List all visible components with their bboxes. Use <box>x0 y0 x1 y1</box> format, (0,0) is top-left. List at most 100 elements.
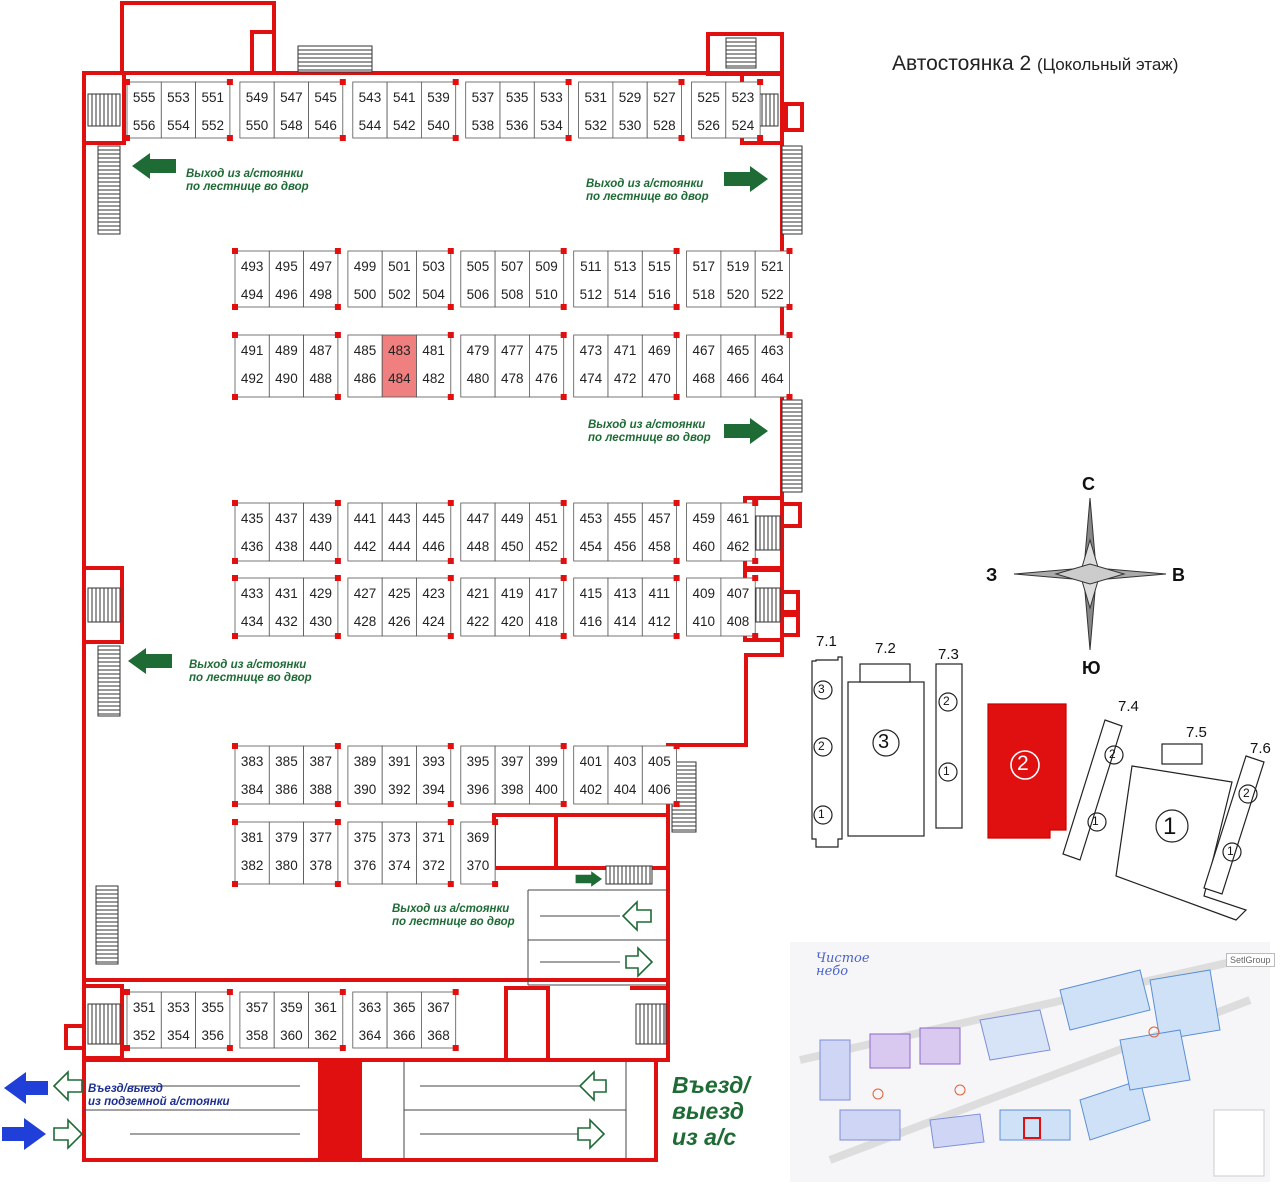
parking-spot-473-474[interactable] <box>573 334 609 398</box>
parking-spot-509-510[interactable] <box>529 250 565 308</box>
parking-spot-369-370[interactable] <box>460 821 496 885</box>
parking-spot-507-508[interactable] <box>494 250 530 308</box>
parking-spot-381-382[interactable] <box>234 821 270 885</box>
parking-spot-475-476[interactable] <box>529 334 565 398</box>
spot-number: 496 <box>275 287 298 302</box>
parking-spot-517-518[interactable] <box>686 250 722 308</box>
parking-spot-503-504[interactable] <box>416 250 452 308</box>
parking-spot-439-440[interactable] <box>303 502 339 562</box>
parking-spot-547-548[interactable] <box>273 81 309 139</box>
parking-spot-403-404[interactable] <box>607 745 643 805</box>
parking-spot-357-358[interactable] <box>239 991 275 1049</box>
parking-spot-435-436[interactable] <box>234 502 270 562</box>
parking-spot-419-420[interactable] <box>494 577 530 637</box>
parking-spot-355-356[interactable] <box>195 991 231 1049</box>
parking-spot-495-496[interactable] <box>268 250 304 308</box>
parking-spot-421-422[interactable] <box>460 577 496 637</box>
parking-spot-481-482[interactable] <box>416 334 452 398</box>
parking-spot-461-462[interactable] <box>720 502 756 562</box>
spot-number: 417 <box>535 586 558 601</box>
parking-spot-433-434[interactable] <box>234 577 270 637</box>
parking-spot-501-502[interactable] <box>381 250 417 308</box>
parking-spot-363-364[interactable] <box>352 991 388 1049</box>
parking-spot-543-544[interactable] <box>352 81 388 139</box>
parking-spot-447-448[interactable] <box>460 502 496 562</box>
parking-spot-387-388[interactable] <box>303 745 339 805</box>
parking-spot-445-446[interactable] <box>416 502 452 562</box>
parking-spot-513-514[interactable] <box>607 250 643 308</box>
parking-spot-549-550[interactable] <box>239 81 275 139</box>
parking-spot-371-372[interactable] <box>416 821 452 885</box>
parking-spot-353-354[interactable] <box>160 991 197 1049</box>
parking-spot-423-424[interactable] <box>416 577 452 637</box>
parking-spot-523-524[interactable] <box>725 81 761 139</box>
parking-spot-373-374[interactable] <box>381 821 417 885</box>
parking-spot-379-380[interactable] <box>268 821 304 885</box>
parking-spot-437-438[interactable] <box>268 502 304 562</box>
parking-spot-465-466[interactable] <box>720 334 756 398</box>
parking-spot-415-416[interactable] <box>573 577 609 637</box>
parking-spot-519-520[interactable] <box>720 250 756 308</box>
parking-spot-529-530[interactable] <box>612 81 648 139</box>
parking-spot-539-540[interactable] <box>420 81 457 139</box>
parking-spot-527-528[interactable] <box>646 81 682 139</box>
parking-spot-531-532[interactable] <box>578 81 614 139</box>
parking-spot-555-556[interactable] <box>126 81 162 139</box>
parking-spot-485-486[interactable] <box>347 334 383 398</box>
parking-spot-535-536[interactable] <box>499 81 535 139</box>
parking-spot-487-488[interactable] <box>303 334 339 398</box>
column-marker <box>334 394 341 400</box>
parking-spot-497-498[interactable] <box>303 250 339 308</box>
parking-spot-483-484[interactable] <box>381 334 417 398</box>
parking-spot-365-366[interactable] <box>386 991 422 1049</box>
parking-spot-467-468[interactable] <box>686 334 722 398</box>
parking-spot-491-492[interactable] <box>234 334 270 398</box>
parking-spot-377-378[interactable] <box>303 821 339 885</box>
parking-spot-463-464[interactable] <box>754 334 790 398</box>
parking-spot-453-454[interactable] <box>573 502 609 562</box>
parking-spot-511-512[interactable] <box>573 250 609 308</box>
parking-spot-441-442[interactable] <box>347 502 383 562</box>
parking-spot-493-494[interactable] <box>234 250 270 308</box>
parking-spot-553-554[interactable] <box>160 81 197 139</box>
parking-spot-389-390[interactable] <box>347 745 383 805</box>
parking-spot-427-428[interactable] <box>347 577 383 637</box>
parking-spot-417-418[interactable] <box>529 577 565 637</box>
parking-spot-411-412[interactable] <box>641 577 677 637</box>
parking-spot-391-392[interactable] <box>381 745 417 805</box>
parking-spot-515-516[interactable] <box>641 250 677 308</box>
parking-spot-383-384[interactable] <box>234 745 270 805</box>
parking-spot-405-406[interactable] <box>641 745 677 805</box>
parking-spot-367-368[interactable] <box>420 991 457 1049</box>
parking-spot-505-506[interactable] <box>460 250 496 308</box>
parking-spot-361-362[interactable] <box>308 991 344 1049</box>
parking-spot-479-480[interactable] <box>460 334 496 398</box>
parking-spot-457-458[interactable] <box>641 502 677 562</box>
parking-spot-407-408[interactable] <box>720 577 756 637</box>
parking-spot-395-396[interactable] <box>460 745 496 805</box>
parking-spot-525-526[interactable] <box>691 81 727 139</box>
parking-spot-413-414[interactable] <box>607 577 643 637</box>
parking-spot-449-450[interactable] <box>494 502 530 562</box>
parking-spot-431-432[interactable] <box>268 577 304 637</box>
parking-spot-477-478[interactable] <box>494 334 530 398</box>
parking-spot-397-398[interactable] <box>494 745 530 805</box>
spot-number: 509 <box>535 259 558 274</box>
parking-spot-541-542[interactable] <box>386 81 422 139</box>
parking-spot-399-400[interactable] <box>529 745 565 805</box>
parking-spot-537-538[interactable] <box>465 81 501 139</box>
parking-spot-393-394[interactable] <box>416 745 452 805</box>
parking-spot-451-452[interactable] <box>529 502 565 562</box>
parking-spot-533-534[interactable] <box>533 81 569 139</box>
parking-spot-429-430[interactable] <box>303 577 339 637</box>
parking-spot-375-376[interactable] <box>347 821 383 885</box>
parking-spot-551-552[interactable] <box>195 81 231 139</box>
parking-spot-489-490[interactable] <box>268 334 304 398</box>
parking-spot-385-386[interactable] <box>268 745 304 805</box>
parking-spot-443-444[interactable] <box>381 502 417 562</box>
parking-spot-351-352[interactable] <box>126 991 162 1049</box>
parking-spot-471-472[interactable] <box>607 334 643 398</box>
parking-spot-521-522[interactable] <box>754 250 790 308</box>
parking-spot-469-470[interactable] <box>641 334 677 398</box>
parking-spot-545-546[interactable] <box>308 81 344 139</box>
